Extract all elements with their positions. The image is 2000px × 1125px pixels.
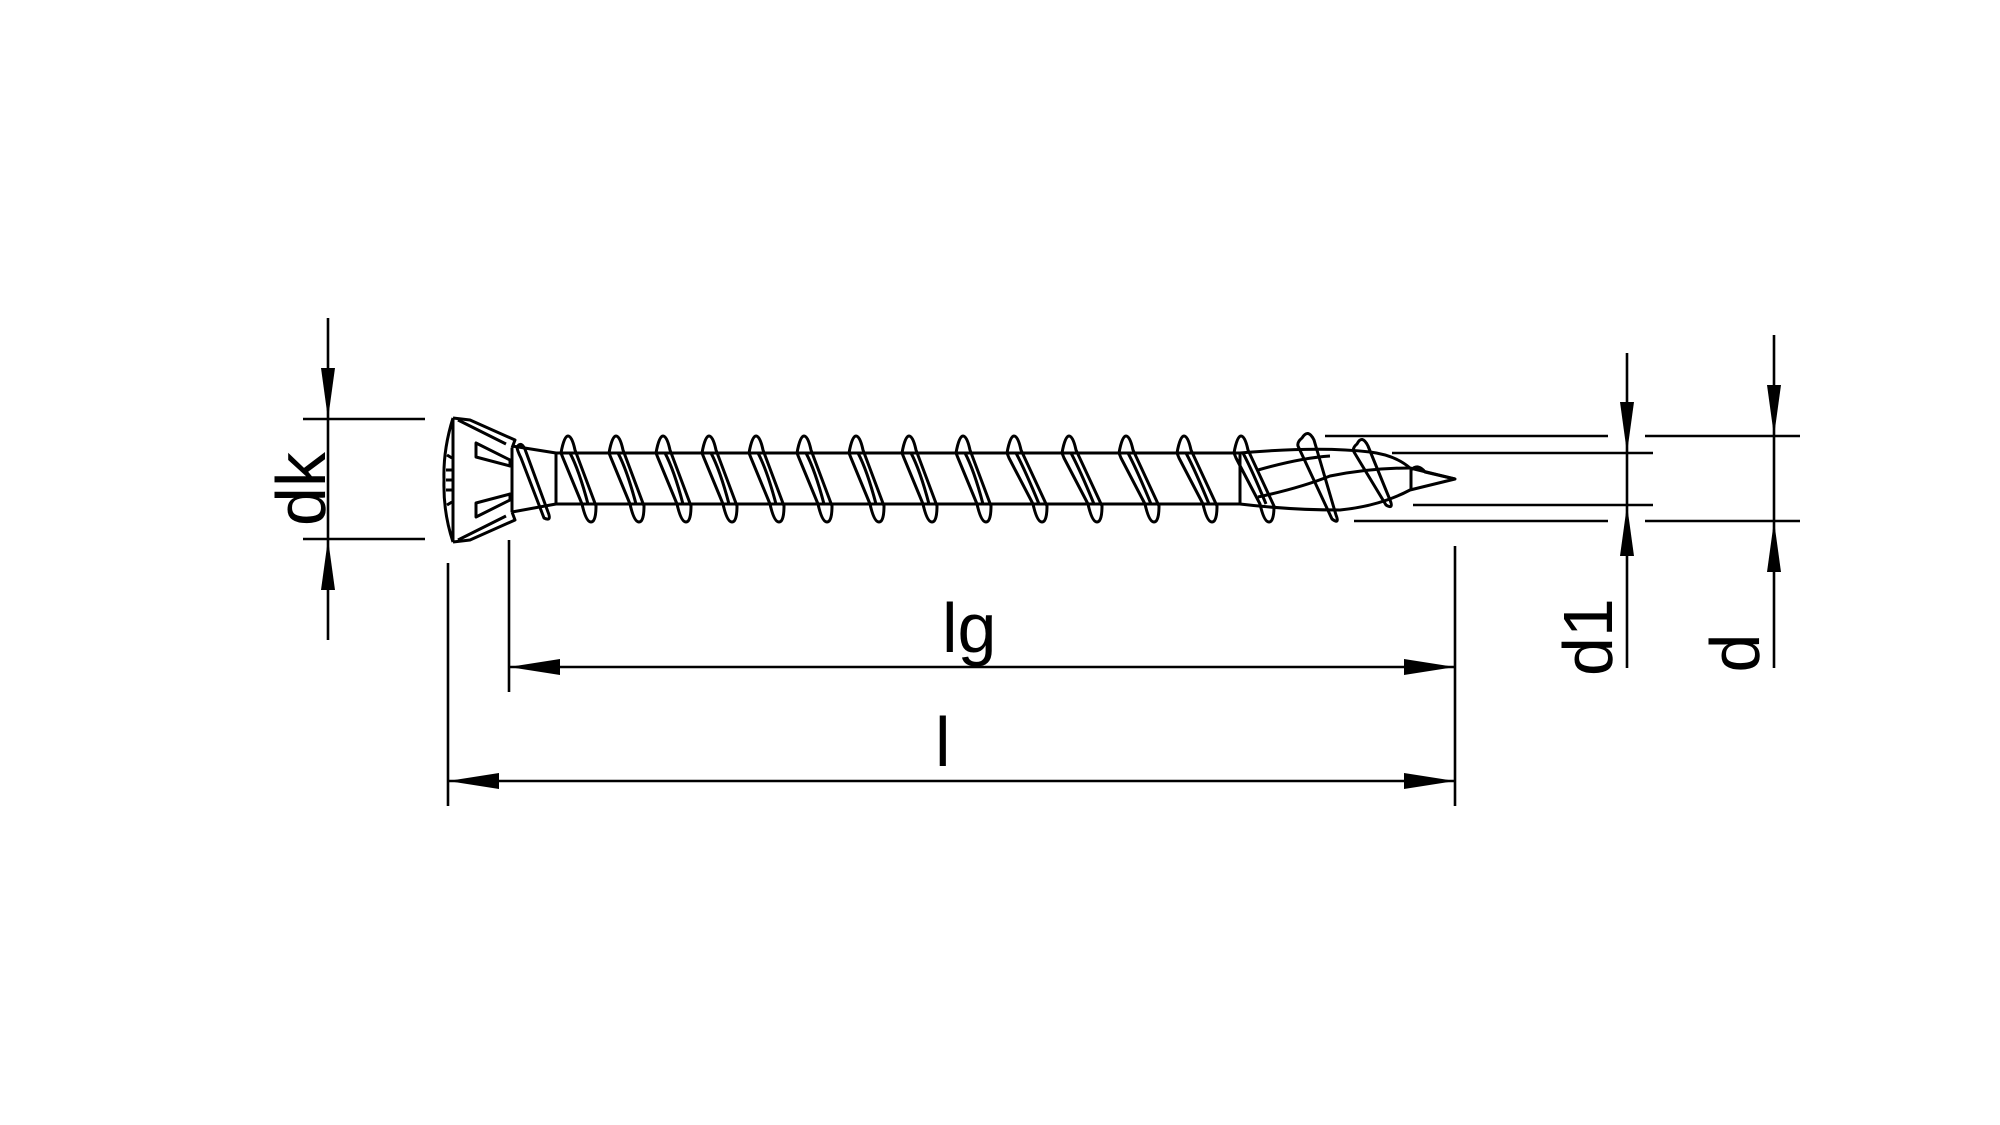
arrow-down-icon bbox=[1620, 402, 1634, 453]
dimension-l bbox=[446, 546, 1457, 806]
label-dk: dk bbox=[262, 452, 340, 526]
dimension-d1 bbox=[1392, 353, 1653, 668]
screw-tip bbox=[1239, 432, 1457, 523]
dimension-d bbox=[1325, 335, 1800, 668]
label-d1: d1 bbox=[1549, 598, 1627, 676]
label-d: d bbox=[1696, 633, 1774, 673]
arrow-right-icon bbox=[1404, 773, 1455, 789]
arrow-down-icon bbox=[1767, 385, 1781, 436]
arrow-left-icon bbox=[448, 773, 499, 789]
arrow-up-icon bbox=[1620, 505, 1634, 556]
screw-neck bbox=[511, 442, 558, 521]
arrow-up-icon bbox=[1767, 521, 1781, 572]
screw-threads bbox=[559, 434, 1276, 524]
dimension-dk bbox=[303, 318, 425, 640]
arrow-right-icon bbox=[1404, 659, 1455, 675]
arrow-left-icon bbox=[509, 659, 560, 675]
arrow-down-icon bbox=[321, 368, 335, 419]
label-lg: lg bbox=[942, 589, 997, 667]
dimension-lg bbox=[507, 540, 1455, 692]
label-l: l bbox=[935, 703, 951, 781]
screw-head bbox=[442, 416, 517, 544]
arrow-up-icon bbox=[321, 539, 335, 590]
